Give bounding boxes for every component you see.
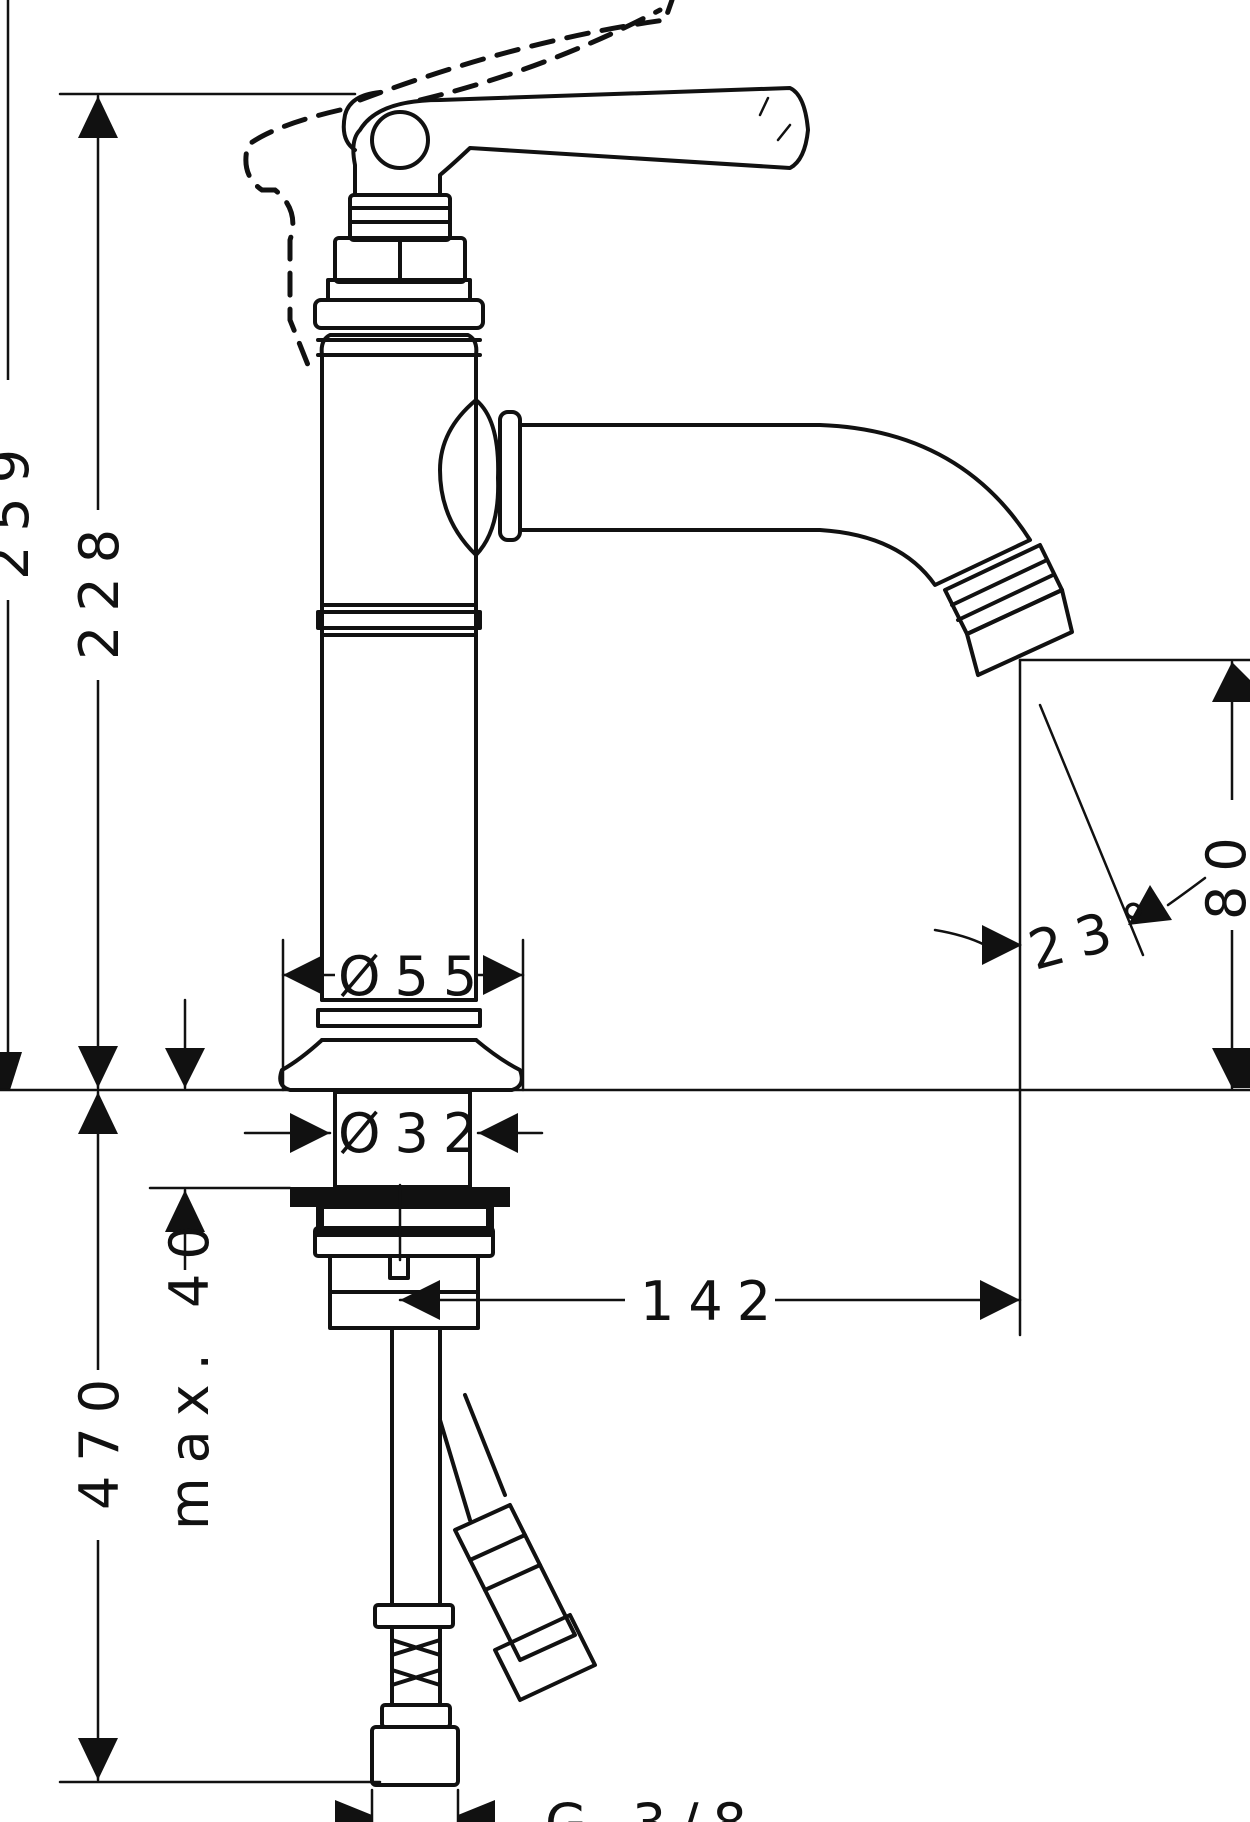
dimension-label-shank-diameter: Ø32	[338, 1102, 491, 1165]
dimension-label-spout-reach: 142	[640, 1270, 785, 1333]
dimension-label-connection-thread: G 3/8	[545, 1792, 761, 1822]
dimension-outlet-angle: 23°	[933, 703, 1207, 983]
lever-handle	[243, 0, 810, 373]
spout	[438, 398, 1074, 677]
deck-marker-arrow	[165, 998, 205, 1090]
dimension-hose-length: 470	[58, 1090, 382, 1784]
dimension-spout-height: 228	[58, 92, 357, 1090]
dimension-spout-reach: 142	[398, 658, 1022, 1337]
dimension-label-body-diameter: Ø55	[338, 945, 491, 1008]
faucet-body	[278, 193, 524, 1092]
dimension-label-spout-height: 228	[68, 515, 131, 660]
dimension-worktop-thickness: max. 40	[148, 1186, 292, 1540]
dimension-label-hose-length: 470	[68, 1365, 131, 1510]
shank-assembly	[290, 1090, 510, 1330]
dimension-label-overall-height: 259	[0, 435, 41, 580]
supply-hoses	[370, 1326, 597, 1787]
dimension-body-diameter: Ø55	[281, 938, 525, 1092]
dimension-label-outlet-clearance: 80	[1195, 823, 1250, 920]
dimension-outlet-clearance: 80	[1018, 658, 1250, 1090]
dimension-label-outlet-angle: 23°	[1022, 886, 1171, 982]
dimension-overall-height: 259	[0, 0, 41, 1090]
dimension-connection-thread: G 3/8	[335, 1788, 761, 1822]
dimension-shank-diameter: Ø32	[243, 1102, 544, 1165]
dimension-label-worktop-thickness: max. 40	[158, 1211, 221, 1530]
